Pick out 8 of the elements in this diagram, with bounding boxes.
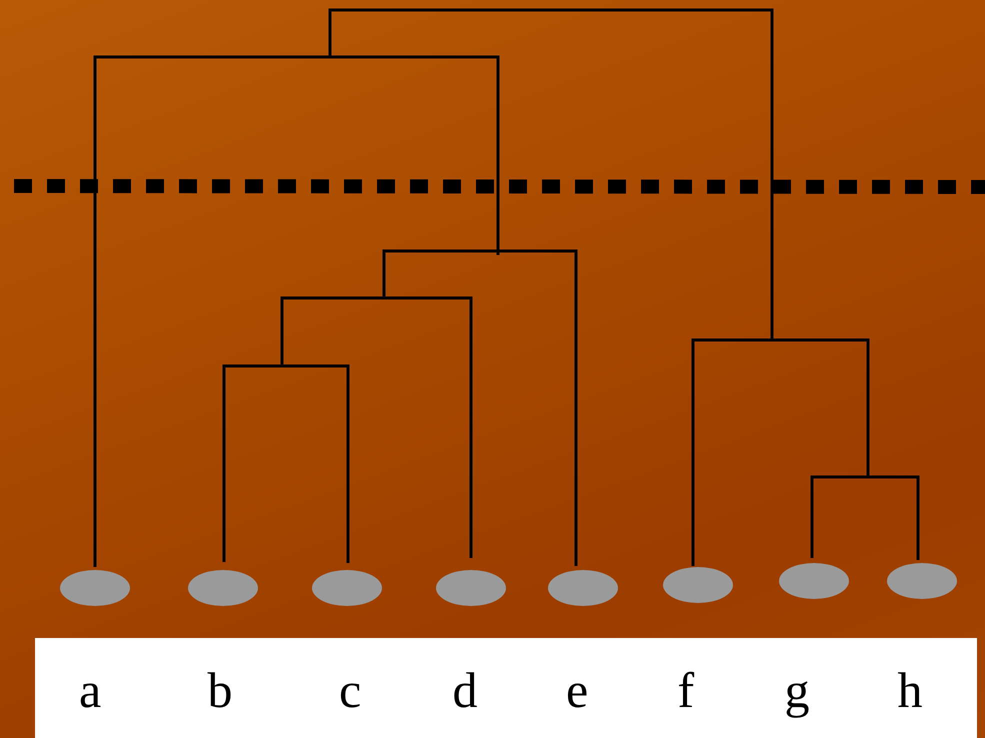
leaf-label: h bbox=[898, 662, 922, 718]
leaf-label: b bbox=[208, 662, 232, 718]
leaf-label: c bbox=[339, 662, 362, 718]
leaf-label: f bbox=[678, 662, 694, 718]
leaf-label: e bbox=[566, 662, 588, 718]
leaf-label: a bbox=[79, 662, 102, 718]
leaf-label: d bbox=[452, 662, 478, 718]
leaf-label: g bbox=[784, 662, 810, 718]
